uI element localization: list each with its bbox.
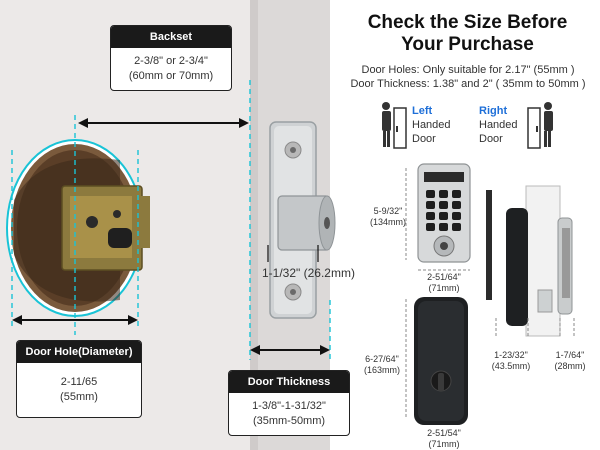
back-height-dimension: 6-27/64" (163mm) xyxy=(363,354,400,375)
side-depth-dimension: 1-23/32" (43.5mm) xyxy=(491,350,531,371)
side-front-dimension: 1-7/64" (28mm) xyxy=(554,350,586,371)
door-hole-title: Door Hole(Diameter) xyxy=(17,341,141,363)
backset-imperial: 2-3/8" or 2-3/4" xyxy=(134,55,208,67)
keypad-front-illustration xyxy=(405,163,471,271)
lock-side-illustration xyxy=(486,185,575,337)
headline: Check the Size Before Your Purchase xyxy=(335,12,600,56)
keypad-height-dimension: 5-9/32" (134mm) xyxy=(370,206,407,227)
door-thickness-metric: (35mm-50mm) xyxy=(252,415,326,427)
headline-line-2: Your Purchase xyxy=(401,34,534,55)
door-thickness-imperial: 1-3/8"-1-31/32" xyxy=(252,400,326,412)
keypad-width-dimension: 2-51/64" (71mm) xyxy=(427,272,461,293)
left-handed-door-icon xyxy=(382,102,407,149)
door-hole-label-box: Door Hole(Diameter) 2-11/65 (55mm) xyxy=(16,340,142,418)
right-word: Right xyxy=(479,105,508,117)
door-hole-imperial: 2-11/65 xyxy=(60,376,98,388)
headline-line-1: Check the Size Before xyxy=(367,12,568,33)
door-thickness-spec: Door Thickness: 1.38" and 2" ( 35mm to 5… xyxy=(350,78,586,90)
backset-metric: (60mm or 70mm) xyxy=(128,70,214,82)
backset-title: Backset xyxy=(111,26,231,48)
left-word: Left xyxy=(412,105,433,117)
left-handed-door-label: Left Handed Door xyxy=(412,105,451,145)
back-width-dimension: 2-51/54" (71mm) xyxy=(427,428,461,449)
lock-back-illustration xyxy=(405,297,468,425)
backset-label-box: Backset 2-3/8" or 2-3/4" (60mm or 70mm) xyxy=(110,25,232,91)
right-handed-door-label: Right Handed Door xyxy=(479,105,518,145)
door-thickness-label-box: Door Thickness 1-3/8"-1-31/32" (35mm-50m… xyxy=(228,370,350,436)
door-edge-shadow xyxy=(250,0,258,450)
strike-width-dimension: 1-1/32" (26.2mm) xyxy=(262,266,355,280)
door-hole-metric: (55mm) xyxy=(60,391,98,403)
door-holes-spec: Door Holes: Only suitable for 2.17" (55m… xyxy=(361,64,575,76)
right-handed-door-icon xyxy=(527,102,553,149)
door-thickness-title: Door Thickness xyxy=(229,371,349,393)
